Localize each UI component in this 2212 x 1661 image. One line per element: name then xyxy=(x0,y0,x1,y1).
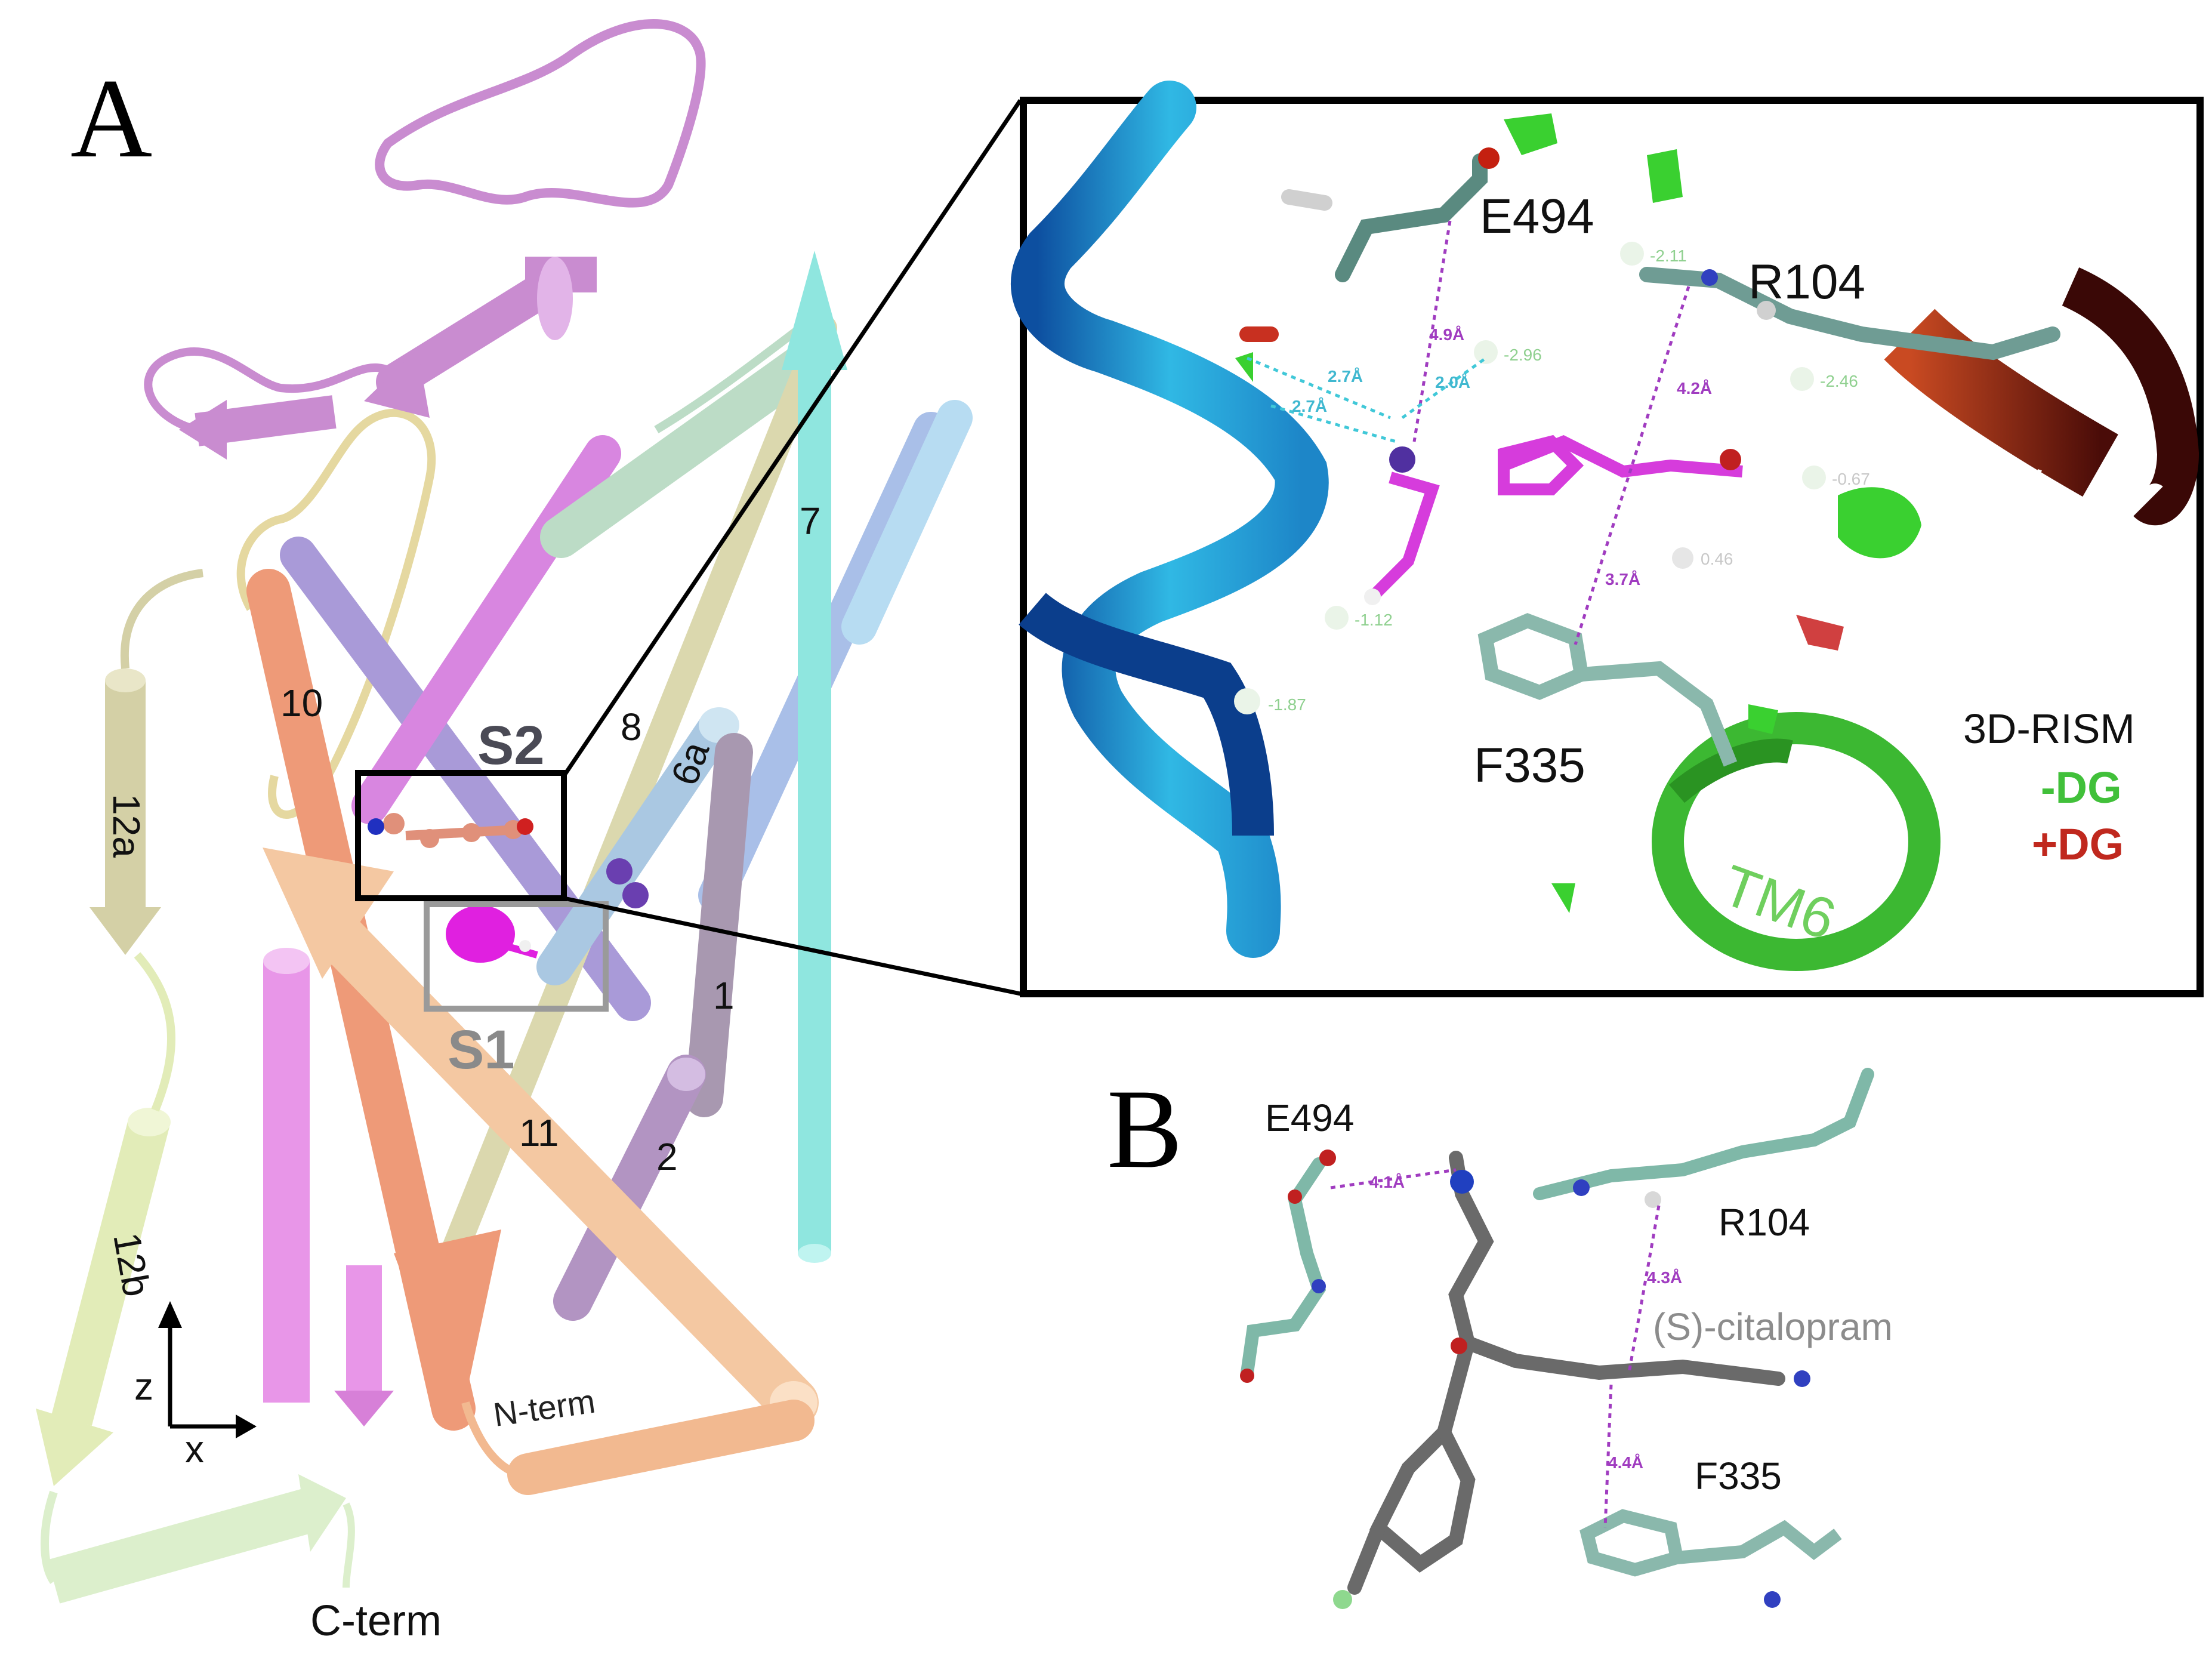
zoom-line-top xyxy=(562,99,1022,777)
energy-2: -2.96 xyxy=(1504,346,1542,364)
energy-1: -2.11 xyxy=(1650,246,1687,265)
axes-indicator: z x xyxy=(134,1301,257,1471)
site-s2-label: S2 xyxy=(477,715,545,776)
inset-label-e494: E494 xyxy=(1480,189,1594,244)
b-distance-lines xyxy=(1330,1168,1661,1529)
helix-12a xyxy=(90,569,203,955)
loop-left-violet xyxy=(144,347,390,434)
helix-10 xyxy=(246,569,501,1431)
f335-sidechain xyxy=(1477,613,1738,767)
helix-label-12a: 12a xyxy=(105,794,148,858)
inset-panel: TM10 TM1b TM6 xyxy=(1011,81,2204,997)
legend-pos: +DG xyxy=(2032,819,2124,869)
c-term-label: C-term xyxy=(310,1597,442,1645)
legend-title: 3D-RISM xyxy=(1963,705,2135,752)
helix-label-8: 8 xyxy=(621,705,642,748)
helix-pink-left xyxy=(263,948,394,1426)
b-label-e494: E494 xyxy=(1265,1096,1354,1139)
helix-label-10: 10 xyxy=(280,682,323,725)
helix-1 xyxy=(685,733,753,1117)
e494-sidechain xyxy=(1239,153,1488,342)
energy-7: -1.87 xyxy=(1268,695,1306,714)
helix-c-term xyxy=(41,1474,355,1604)
water-spheres xyxy=(1234,242,1826,714)
legend-neg: -DG xyxy=(2041,763,2122,812)
energy-4: -0.67 xyxy=(1832,470,1870,488)
energy-5: 0.46 xyxy=(1701,550,1733,568)
helix-12b xyxy=(36,952,175,1486)
inset-distance-5: 4.2Å xyxy=(1677,379,1712,397)
inset-distance-1: 4.9Å xyxy=(1429,325,1464,344)
axis-x-label: x xyxy=(185,1428,204,1471)
b-label-r104: R104 xyxy=(1719,1201,1810,1244)
b-distance-3: 4.4Å xyxy=(1608,1453,1643,1472)
inset-label-r104: R104 xyxy=(1748,255,1865,309)
tm10-ribbon: TM10 xyxy=(1011,81,1329,958)
helix-6a xyxy=(536,707,739,985)
tm10-label: TM10 xyxy=(1116,241,1262,305)
b-f335 xyxy=(1579,1509,1842,1577)
helix-7 xyxy=(782,251,847,1263)
panel-b: B xyxy=(1107,1067,1893,1609)
helix-violet-left xyxy=(179,395,337,460)
inset-label-f335: F335 xyxy=(1474,738,1585,793)
b-citalopram xyxy=(1347,1151,1785,1595)
panel-a-letter: A xyxy=(70,56,152,181)
energy-6: -1.12 xyxy=(1355,611,1393,629)
distance-lines xyxy=(1247,220,1690,645)
zoom-line-bottom xyxy=(563,896,1021,996)
inset-ligand xyxy=(1364,434,1743,605)
s2-box xyxy=(355,770,567,901)
inset-distance-2: 2.7Å xyxy=(1328,367,1363,386)
s1-box xyxy=(424,901,609,1012)
helix-violet-top xyxy=(364,257,597,418)
b-label-citalopram: (S)-citalopram xyxy=(1653,1305,1893,1348)
b-label-f335: F335 xyxy=(1695,1454,1782,1497)
n-term-label: N-term xyxy=(491,1382,597,1434)
b-e494 xyxy=(1241,1157,1326,1379)
helix-2 xyxy=(553,1055,706,1321)
b-distance-1: 4.1Å xyxy=(1369,1173,1405,1191)
site-s1-label: S1 xyxy=(448,1019,515,1080)
helix-n-term xyxy=(461,1400,815,1495)
helix-label-11: 11 xyxy=(519,1111,559,1154)
energy-3: -2.46 xyxy=(1820,372,1858,390)
rism-density xyxy=(1235,113,1921,913)
helix-label-2: 2 xyxy=(656,1135,678,1178)
helix-label-7: 7 xyxy=(800,500,821,543)
axis-z-label: z xyxy=(134,1365,153,1408)
b-distance-2: 4.3Å xyxy=(1647,1268,1682,1287)
ligand-s2 xyxy=(368,813,533,848)
inset-distance-3: 2.7Å xyxy=(1292,397,1327,415)
panel-b-letter: B xyxy=(1107,1067,1183,1192)
loop-top-violet xyxy=(375,19,706,208)
inset-distance-4: 2.0Å xyxy=(1435,373,1470,392)
ligand-s1 xyxy=(446,905,538,963)
helix-label-1: 1 xyxy=(713,974,735,1017)
panel-a: A xyxy=(36,19,1022,1645)
inset-distance-6: 3.7Å xyxy=(1605,570,1640,588)
b-r104 xyxy=(1533,1068,1874,1200)
